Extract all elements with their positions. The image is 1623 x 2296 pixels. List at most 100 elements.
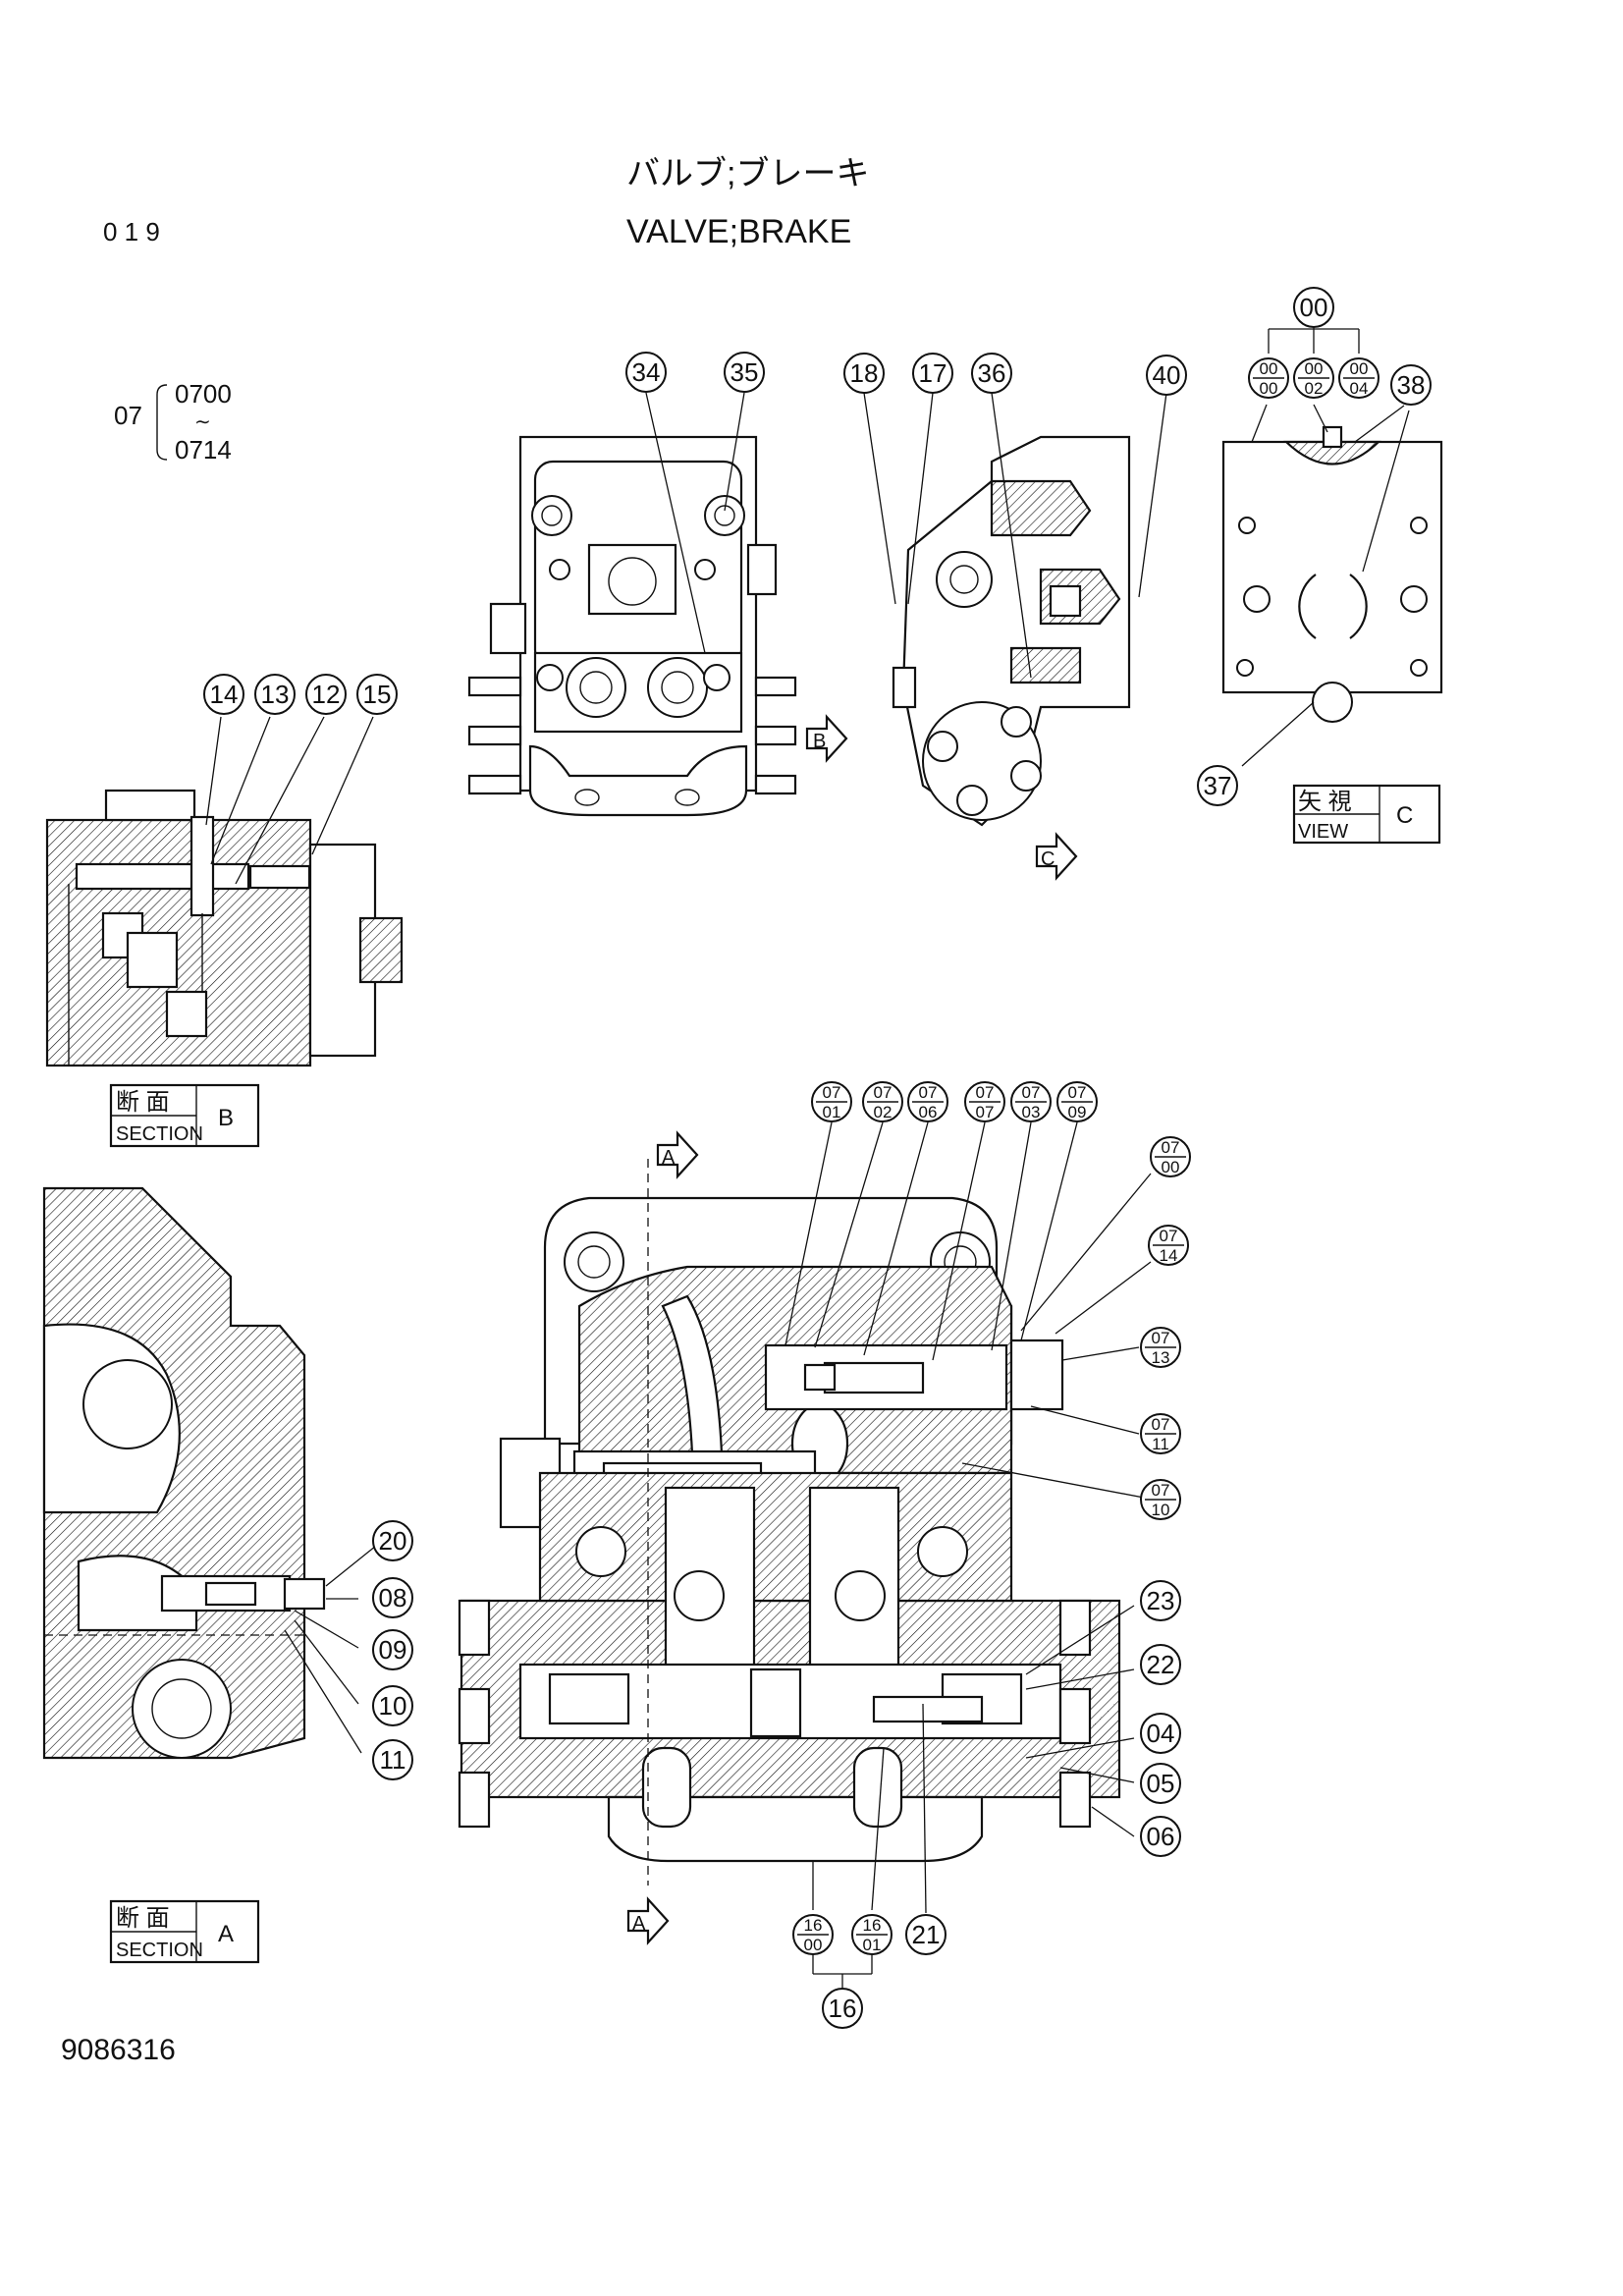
svg-text:02: 02 [1305,379,1324,398]
svg-text:10: 10 [1152,1501,1170,1519]
section-b-letter: B [218,1105,234,1131]
svg-text:11: 11 [1152,1435,1169,1453]
svg-text:00: 00 [1260,379,1278,398]
svg-text:16: 16 [829,1994,857,2023]
section-arrow-a-top-letter: A [662,1147,676,1169]
svg-text:01: 01 [863,1936,882,1954]
svg-text:02: 02 [874,1103,893,1121]
svg-text:16: 16 [863,1916,882,1935]
section-b-view: 断 面 SECTION B [45,716,404,1148]
svg-text:36: 36 [978,358,1006,388]
svg-text:07: 07 [823,1083,841,1102]
valve-view-c-plate [1221,324,1443,767]
svg-text:13: 13 [1152,1348,1170,1367]
callout-10: 10 [372,1685,413,1726]
title-japanese: バルブ;ブレーキ [626,155,869,192]
svg-text:22: 22 [1147,1650,1175,1679]
callout-20: 20 [372,1520,413,1561]
svg-text:40: 40 [1153,360,1181,390]
svg-text:07: 07 [1068,1083,1087,1102]
valve-front-view: B [467,392,848,817]
svg-text:14: 14 [1160,1246,1178,1265]
callout-23: 23 [1140,1580,1181,1621]
callout-04: 04 [1140,1713,1181,1754]
callout-13: 13 [254,674,296,715]
section-a-view: 断 面 SECTION A [42,1186,382,1964]
callout-21: 21 [905,1914,947,1955]
svg-text:04: 04 [1147,1719,1175,1748]
callout-37: 37 [1197,765,1238,806]
view-c-jp: 矢 視 [1298,789,1352,815]
svg-text:00: 00 [1305,359,1324,378]
svg-text:07: 07 [919,1083,938,1102]
callout-12: 12 [305,674,347,715]
svg-text:13: 13 [261,680,290,709]
callout-16: 16 [822,1988,863,2029]
svg-text:00: 00 [804,1936,823,1954]
callout-40: 40 [1146,355,1187,396]
svg-text:07: 07 [1152,1415,1170,1434]
callout-07-00: 0700 [1150,1136,1191,1177]
svg-text:20: 20 [379,1526,407,1556]
svg-text:37: 37 [1204,771,1232,800]
svg-text:09: 09 [379,1635,407,1665]
callout-08: 08 [372,1577,413,1618]
valve-side-view: C [863,392,1167,881]
range-to: 0714 [175,435,232,465]
svg-text:15: 15 [363,680,392,709]
svg-text:23: 23 [1147,1586,1175,1615]
svg-text:07: 07 [1162,1138,1180,1157]
svg-text:34: 34 [632,357,661,387]
callout-07-14: 0714 [1148,1225,1189,1266]
section-b-en: SECTION [116,1123,203,1145]
svg-text:08: 08 [379,1583,407,1613]
part-range-indicator: 07 0700 ∼ 0714 [114,379,232,465]
svg-text:11: 11 [380,1745,406,1775]
callout-18: 18 [843,353,885,394]
callout-17: 17 [912,353,953,394]
svg-text:21: 21 [912,1920,941,1949]
callout-05: 05 [1140,1763,1181,1804]
callout-balloons: 00 34 35 18 17 36 40 38 37 14 13 12 15 2… [203,287,1432,2029]
range-separator: ∼ [194,411,211,433]
valve-main-section: A A [458,1121,1152,1989]
svg-text:00: 00 [1162,1158,1180,1176]
range-prefix: 07 [114,401,142,430]
title-english: VALVE;BRAKE [626,213,851,250]
callout-06: 06 [1140,1816,1181,1857]
svg-text:01: 01 [823,1103,841,1121]
callout-11: 11 [372,1739,413,1780]
svg-text:16: 16 [804,1916,823,1935]
svg-text:03: 03 [1022,1103,1041,1121]
svg-text:12: 12 [312,680,341,709]
svg-text:07: 07 [874,1083,893,1102]
callout-00: 00 [1293,287,1334,328]
callout-35: 35 [724,352,765,393]
svg-text:35: 35 [730,357,759,387]
callout-09: 09 [372,1629,413,1670]
callout-38: 38 [1390,364,1432,406]
section-a-en: SECTION [116,1940,203,1961]
svg-text:18: 18 [850,358,879,388]
svg-text:07: 07 [1160,1227,1178,1245]
svg-text:06: 06 [1147,1822,1175,1851]
callout-14: 14 [203,674,244,715]
callout-15: 15 [356,674,398,715]
view-c-label: 矢 視 VIEW C [1292,784,1441,845]
callout-22: 22 [1140,1644,1181,1685]
svg-text:07: 07 [1152,1481,1170,1500]
section-a-jp: 断 面 [116,1905,170,1932]
svg-text:07: 07 [976,1103,995,1121]
